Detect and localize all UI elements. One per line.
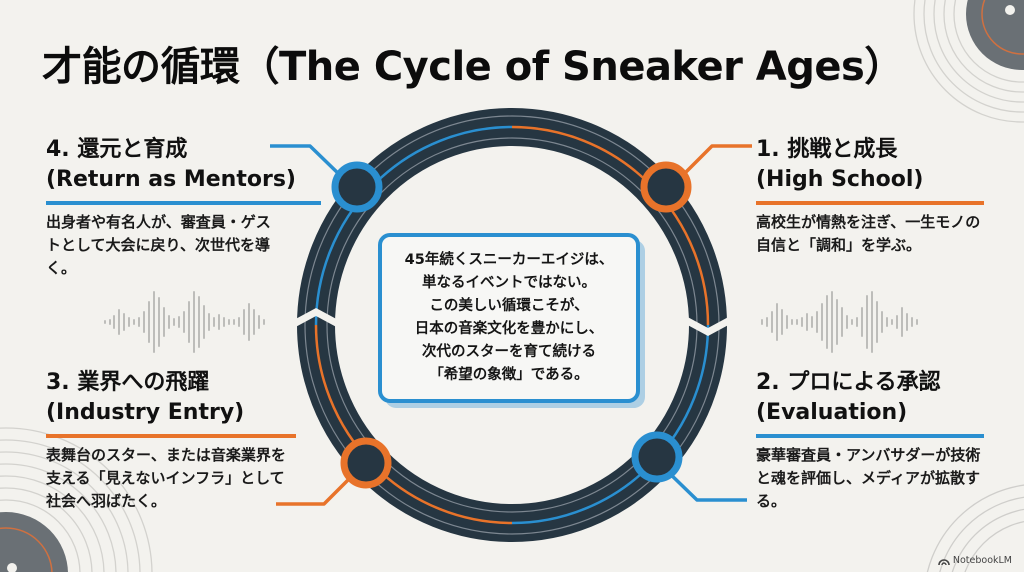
connector-lines [270,144,752,506]
stage-heading-jp: 2. プロによる承認 [756,370,941,395]
stage-panel-2: 2. プロによる承認 (Evaluation) 豪華審査員・アンバサダーが技術と… [756,368,984,513]
page-title: 才能の循環（The Cycle of Sneaker Ages） [42,44,904,90]
circle-node-stage-3 [340,437,392,489]
stage-description: 豪華審査員・アンバサダーが技術と魂を評価し、メディアが拡散する。 [756,446,981,510]
stage-heading: 1. 挑戦と成長 (High School) [756,135,984,201]
circle-node-stage-4 [331,161,383,213]
stage-heading-jp: 3. 業界への飛躍 [46,370,210,395]
stage-heading: 2. プロによる承認 (Evaluation) [756,368,984,434]
circle-node-stage-2 [631,431,683,483]
center-message-text: 45年続くスニーカーエイジは、 単なるイベントではない。 この美しい循環こそが、… [404,252,614,383]
circle-node-stage-1 [640,161,692,213]
stage-divider [756,434,984,438]
stage-description: 高校生が情熱を注ぎ、一生モノの自信と「調和」を学ぶ。 [756,213,981,254]
stage-panel-1: 1. 挑戦と成長 (High School) 高校生が情熱を注ぎ、一生モノの自信… [756,135,984,257]
sound-wave-icon-right [761,291,918,353]
stage-heading-jp: 4. 還元と育成 [46,137,188,162]
stage-divider [46,201,321,205]
stage-panel-4: 4. 還元と育成 (Return as Mentors) 出身者や有名人が、審査… [46,135,321,280]
notebooklm-logo-icon [938,559,950,565]
stage-heading: 3. 業界への飛躍 (Industry Entry) [46,368,296,434]
stage-heading-en: (High School) [756,167,924,192]
stage-divider [756,201,984,205]
stage-heading-jp: 1. 挑戦と成長 [756,137,898,162]
stage-heading-en: (Return as Mentors) [46,167,296,192]
stage-description: 出身者や有名人が、審査員・ゲストとして大会に戻り、次世代を導く。 [46,213,271,277]
center-message-box: 45年続くスニーカーエイジは、 単なるイベントではない。 この美しい循環こそが、… [378,233,640,403]
brand-label: NotebookLM [952,555,1012,566]
vinyl-record-icon-top-right [913,0,1024,123]
stage-description: 表舞台のスター、または音楽業界を支える「見えないインフラ」として社会へ羽ばたく。 [46,446,286,510]
stage-heading: 4. 還元と育成 (Return as Mentors) [46,135,321,201]
stage-panel-3: 3. 業界への飛躍 (Industry Entry) 表舞台のスター、または音楽… [46,368,296,513]
stage-divider [46,434,296,438]
stage-heading-en: (Industry Entry) [46,400,245,425]
vinyl-record-icon-bottom-left [0,427,153,572]
stage-heading-en: (Evaluation) [756,400,908,425]
sound-wave-icon-left [104,291,265,353]
brand-watermark: NotebookLM [938,555,1012,566]
